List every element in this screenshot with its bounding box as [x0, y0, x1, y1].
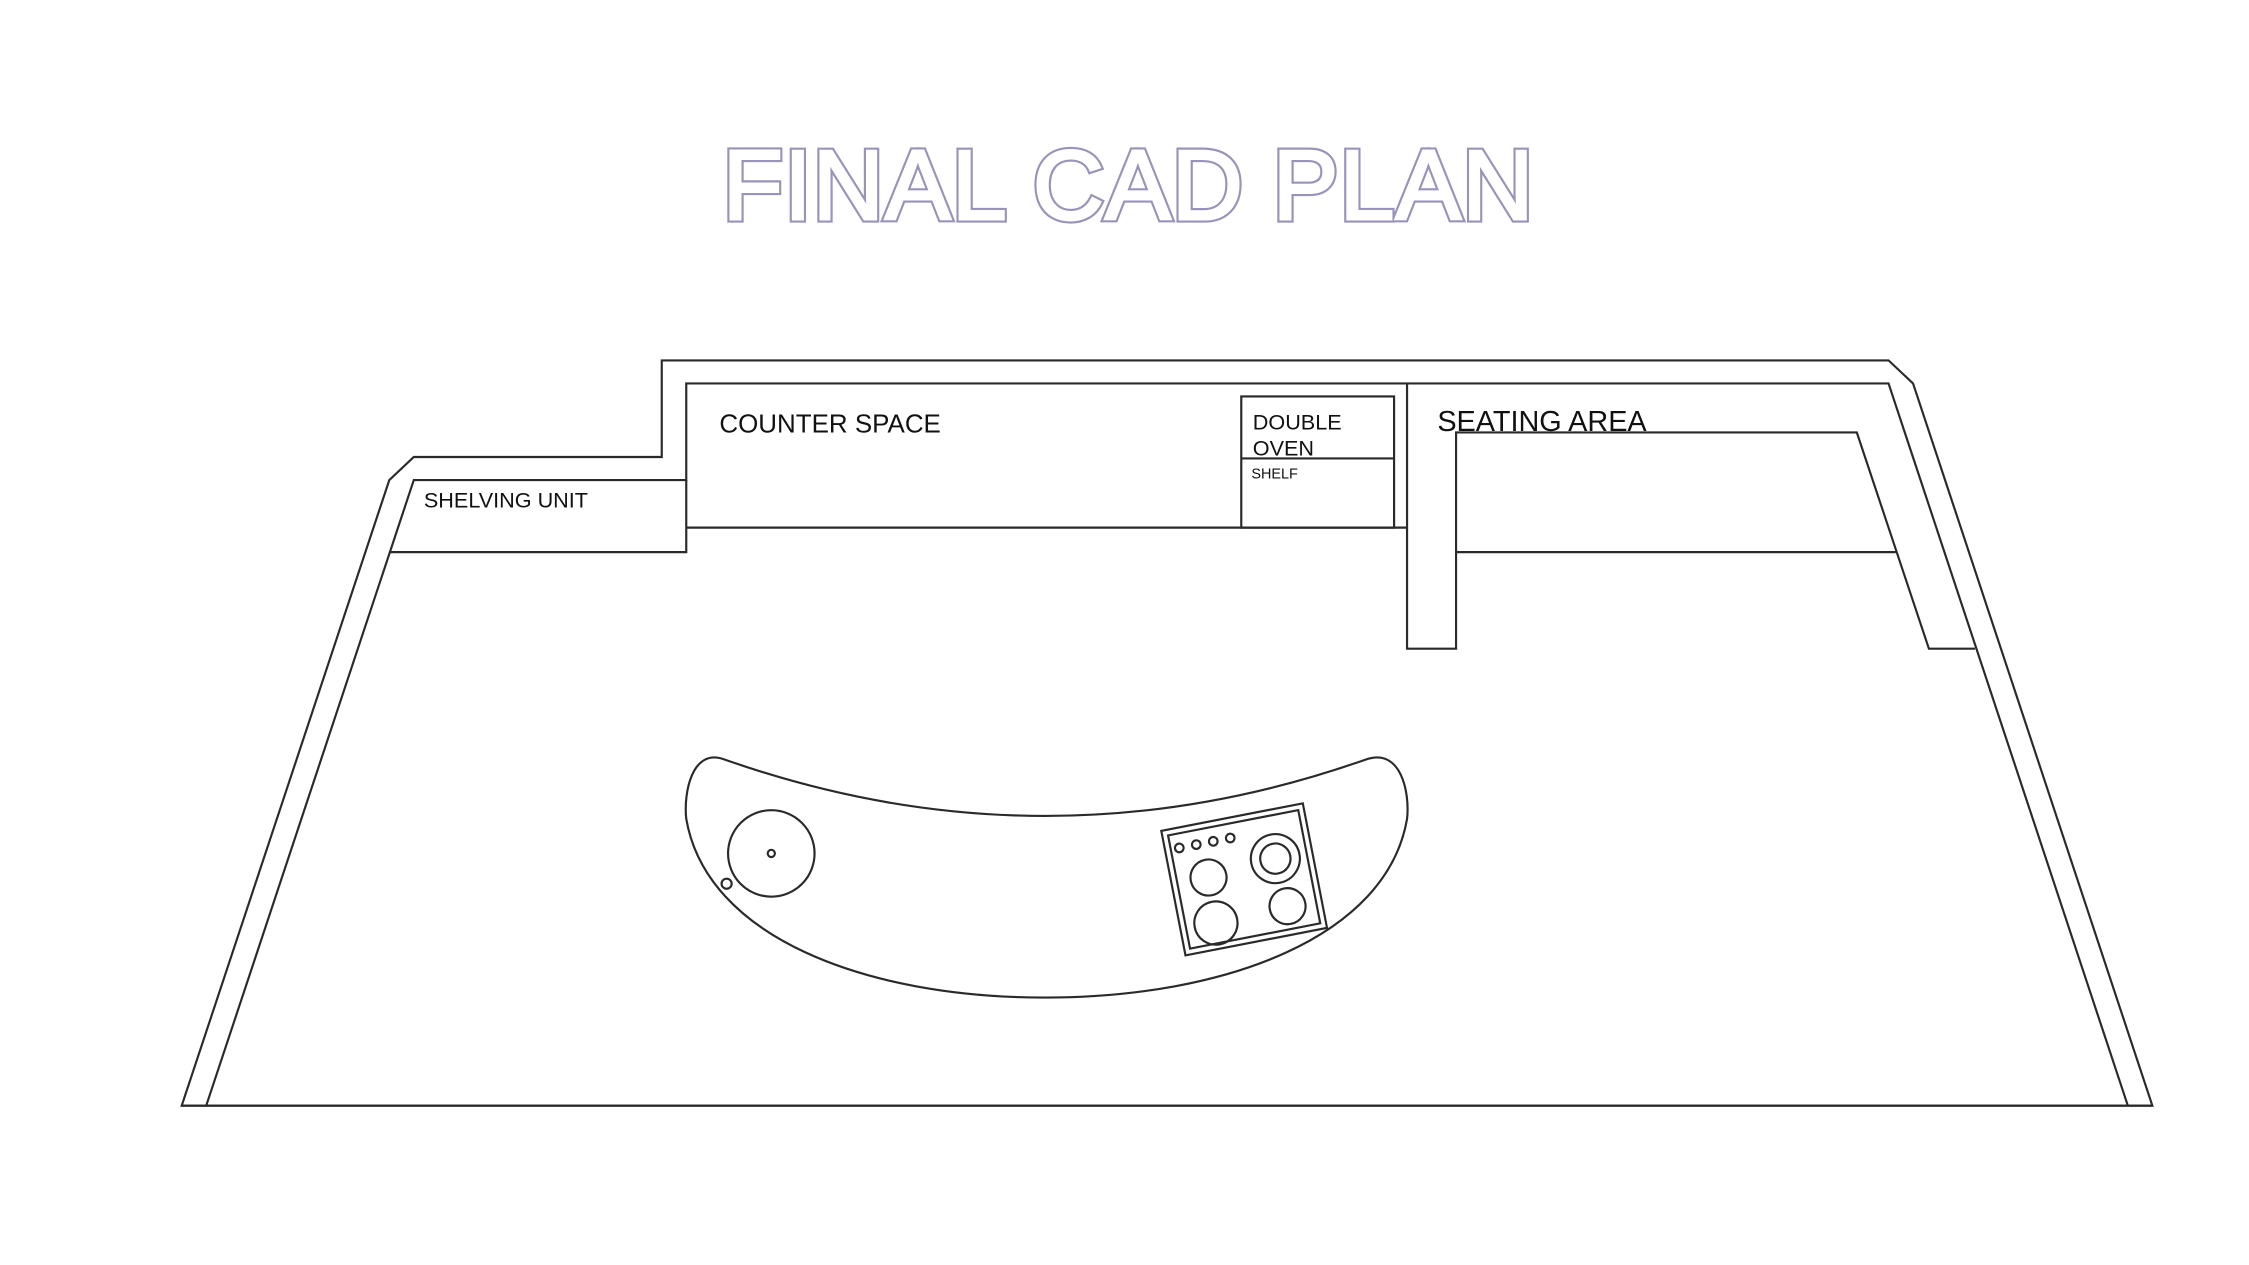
shelf-label: SHELF [1251, 467, 1298, 483]
kitchen-island [684, 756, 1409, 999]
cooktop [1160, 802, 1329, 957]
knob-icon [1207, 835, 1219, 847]
outer-wall [180, 359, 2154, 1107]
burner-inner-icon [1259, 842, 1292, 875]
knob-icon [1173, 842, 1185, 854]
seating-area-label: SEATING AREA [1437, 406, 1647, 438]
burner-icon [1193, 900, 1239, 946]
shelving-unit-label: SHELVING UNIT [424, 487, 588, 512]
plan-title-inner: FINAL CAD PLAN [723, 130, 1535, 240]
tap-icon [720, 877, 733, 890]
burner-icon [1268, 887, 1307, 926]
sink [720, 809, 816, 898]
plan-title: FINAL CAD PLAN FINAL CAD PLAN [719, 127, 1537, 244]
sink-drain-icon [766, 848, 776, 859]
knob-icon [1190, 839, 1202, 851]
knob-icon [1224, 832, 1236, 844]
svg-text:FINAL CAD PLAN: FINAL CAD PLAN [723, 130, 1535, 240]
inner-wall [205, 382, 2129, 1107]
double-oven-label-1: DOUBLE [1253, 410, 1342, 435]
seating-pillar [1405, 383, 1976, 650]
double-oven-label-2: OVEN [1253, 436, 1314, 461]
double-oven [1240, 395, 1396, 529]
counter-space-label: COUNTER SPACE [719, 410, 940, 438]
burner-icon [1249, 833, 1301, 885]
burner-icon [1189, 858, 1228, 897]
shelving-unit [389, 480, 688, 554]
